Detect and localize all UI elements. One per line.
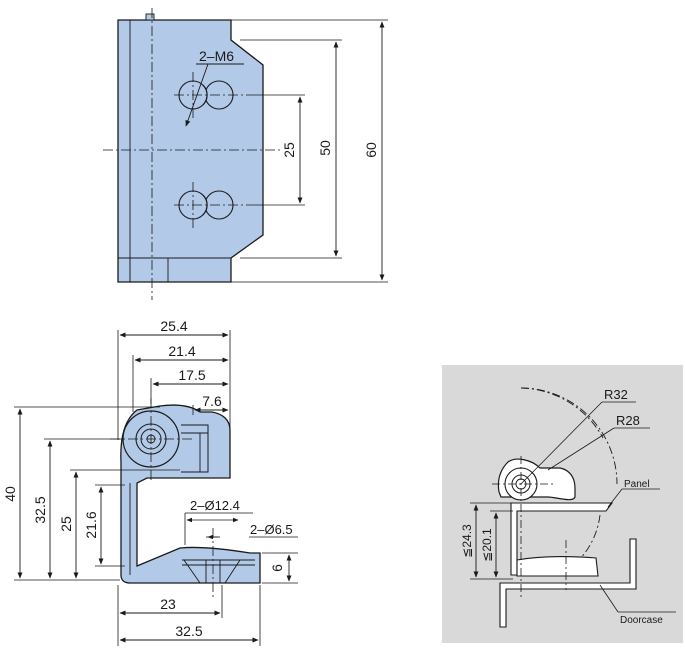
- label-r32: R32: [604, 387, 628, 402]
- thread-label: 2–M6: [199, 48, 234, 64]
- dim-bore-12-4: 2–Ø12.4: [190, 498, 240, 513]
- dim-width-21-4: 21.4: [168, 343, 195, 359]
- dim-total-height: 60: [363, 142, 379, 158]
- dim-mount-height: 50: [317, 140, 333, 156]
- dim-height-40: 40: [2, 486, 18, 502]
- dim-max-20-1: ≦20.1: [480, 528, 494, 562]
- side-view: 25.4 21.4 17.5 7.6 40 32.5 25 21.6: [2, 318, 298, 646]
- dim-height-32-5: 32.5: [32, 496, 48, 523]
- bore-callout: 2–Ø12.4: [184, 498, 253, 545]
- dim-base-23: 23: [160, 596, 176, 612]
- top-view: 25 50 60 2–M6: [103, 8, 388, 300]
- dim-base-6: 6: [269, 564, 285, 572]
- dim-height-25: 25: [58, 516, 74, 532]
- dim-height-21-6: 21.6: [83, 511, 99, 538]
- label-doorcase: Doorcase: [620, 615, 663, 626]
- top-view-body: [117, 19, 264, 283]
- dim-max-24-3: ≦24.3: [460, 524, 474, 558]
- dim-hole-6-5: 2–Ø6.5: [250, 522, 293, 537]
- label-panel: Panel: [624, 479, 650, 490]
- thread-callout: 2–M6: [185, 48, 244, 127]
- dim-width-25-4: 25.4: [160, 318, 187, 334]
- dim-hole-spacing: 25: [281, 142, 297, 158]
- installation-inset: R32 R28 Panel Doorcase ≦24.3 ≦20.1: [442, 365, 683, 643]
- dim-width-17-5: 17.5: [178, 367, 205, 383]
- dim-width-7-6: 7.6: [202, 393, 222, 409]
- doorcase-frame: [499, 538, 637, 628]
- label-r28: R28: [616, 413, 640, 428]
- dim-base-32-5: 32.5: [175, 623, 202, 639]
- hole-callout: 2–Ø6.5: [206, 522, 298, 540]
